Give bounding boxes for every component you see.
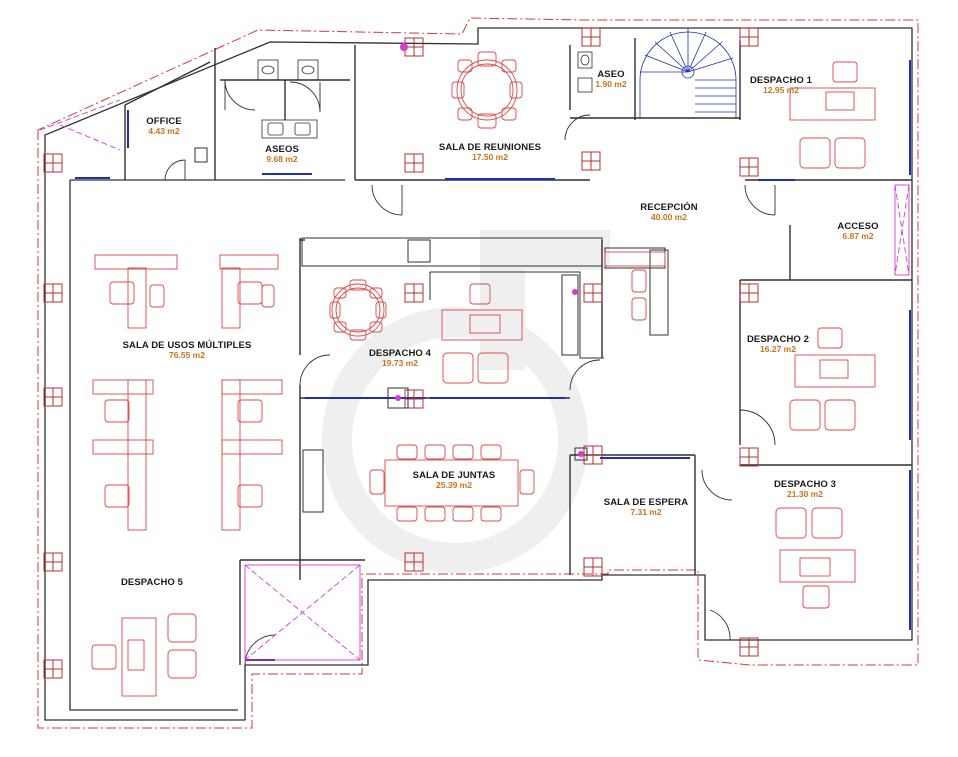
room-area: 76.55 m2 (169, 349, 205, 360)
room-label-despacho-3: DESPACHO 3 21.30 m2 (774, 480, 836, 499)
watermark-logo (322, 230, 610, 573)
room-area: 1.90 m2 (595, 78, 627, 89)
door-swings (164, 79, 776, 666)
room-area: 19.73 m2 (382, 357, 418, 368)
room-area: 17.50 m2 (472, 151, 508, 162)
structural-columns (43, 27, 759, 679)
property-boundary (37, 17, 919, 729)
room-label-office: OFFICE 4.43 m2 (146, 117, 181, 136)
room-label-aseos: ASEOS 9.68 m2 (265, 145, 299, 164)
skylights (39, 99, 910, 661)
room-area: 16.27 m2 (760, 343, 796, 354)
interior-walls (124, 38, 912, 665)
room-label-acceso: ACCESO 6.87 m2 (837, 222, 878, 241)
room-name: DESPACHO 4 (368, 348, 432, 359)
room-label-sala-de-espera: SALA DE ESPERA 7.31 m2 (604, 498, 688, 517)
room-area: 25.39 m2 (436, 479, 472, 490)
room-area: 9.68 m2 (266, 153, 298, 164)
room-label-aseo: ASEO 1.90 m2 (595, 70, 626, 89)
room-name: DESPACHO 5 (120, 577, 184, 588)
room-name: ASEOS (265, 144, 299, 155)
spiral-staircase (639, 28, 737, 118)
room-name: OFFICE (146, 116, 182, 127)
room-area: 7.31 m2 (630, 506, 662, 517)
room-label-despacho-5: DESPACHO 5 (121, 578, 183, 588)
room-name: ASEO (597, 69, 625, 80)
room-name: ACCESO (837, 221, 879, 232)
room-area: 40.00 m2 (651, 211, 687, 222)
windows (75, 60, 911, 661)
reception-counter (301, 237, 669, 359)
room-label-sala-de-juntas: SALA DE JUNTAS 25.39 m2 (413, 471, 496, 490)
room-area: 4.43 m2 (148, 125, 180, 136)
room-area: 6.87 m2 (842, 230, 874, 241)
room-label-despacho-4: DESPACHO 4 19.73 m2 (369, 349, 431, 368)
sanitary-fixtures (257, 43, 593, 457)
service-shafts (194, 147, 588, 513)
room-label-sala-de-usos-multiples: SALA DE USOS MÚLTIPLES 76.55 m2 (123, 341, 252, 360)
room-name: SALA DE ESPERA (603, 497, 689, 508)
room-name: DESPACHO 3 (773, 479, 837, 490)
room-label-despacho-1: DESPACHO 1 12.95 m2 (750, 76, 812, 95)
room-label-despacho-2: DESPACHO 2 16.27 m2 (747, 335, 809, 354)
furniture (91, 51, 876, 697)
room-name: SALA DE REUNIONES (438, 142, 542, 153)
room-name: SALA DE JUNTAS (412, 470, 496, 481)
room-label-sala-de-reuniones: SALA DE REUNIONES 17.50 m2 (439, 143, 541, 162)
room-area: 21.30 m2 (787, 488, 823, 499)
exterior-walls (44, 27, 913, 721)
room-name: DESPACHO 1 (749, 75, 813, 86)
room-area: 12.95 m2 (763, 84, 799, 95)
room-name: SALA DE USOS MÚLTIPLES (122, 340, 252, 351)
room-name: DESPACHO 2 (746, 334, 810, 345)
room-label-recepcion: RECEPCIÓN 40.00 m2 (640, 203, 697, 222)
room-name: RECEPCIÓN (640, 202, 698, 213)
